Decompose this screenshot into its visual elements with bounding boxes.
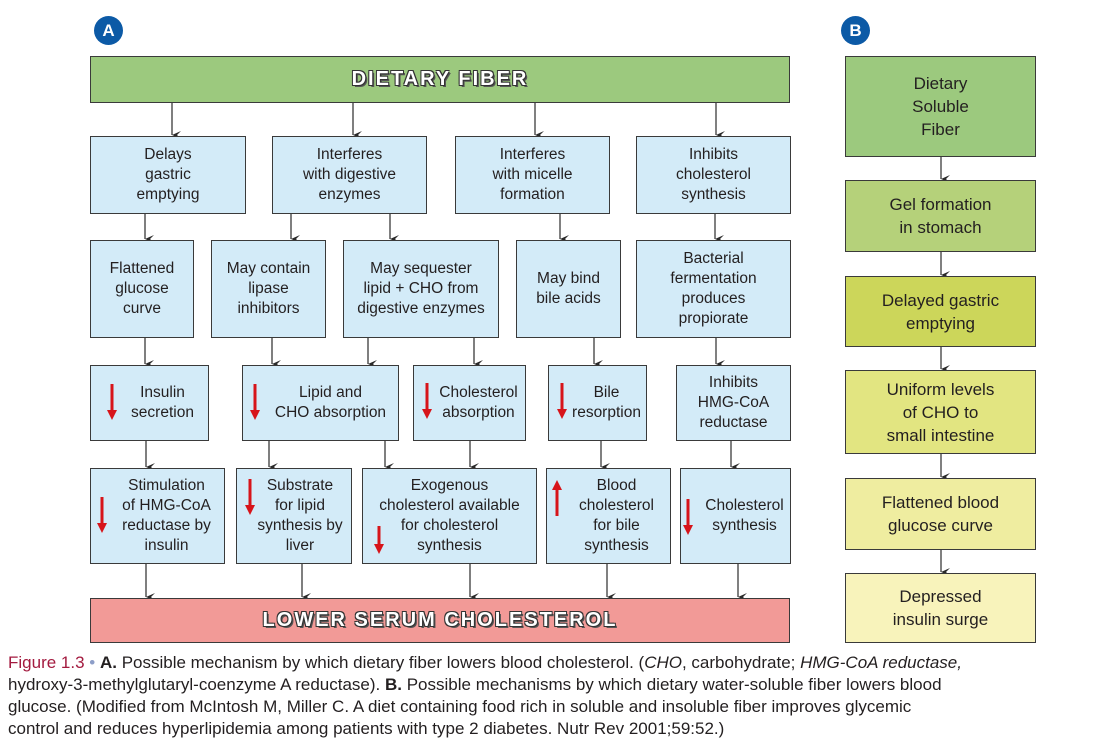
box-text: Inhibits cholesterol synthesis bbox=[676, 146, 751, 203]
step-text: Uniform levels of CHO to small intestine bbox=[886, 379, 995, 445]
decrease-arrow-icon bbox=[683, 499, 693, 535]
figure-caption: Figure 1.3 • A. Possible mechanism by wh… bbox=[8, 652, 962, 740]
effect-box-insulin-secretion: Insulin secretion bbox=[90, 365, 209, 441]
box-text: May bind bile acids bbox=[536, 270, 601, 307]
box-text: May sequester lipid + CHO from digestive… bbox=[357, 260, 485, 317]
step-text: Depressed insulin surge bbox=[892, 587, 989, 629]
box-text: Blood cholesterol for bile synthesis bbox=[579, 477, 654, 554]
box-text: Inhibits HMG-CoA reductase bbox=[697, 374, 770, 431]
effect-box-lipase-inhibitors: May contain lipase inhibitors bbox=[211, 240, 326, 338]
decrease-arrow-icon bbox=[245, 479, 255, 515]
lower-serum-cholesterol-bar: LOWER SERUM CHOLESTEROL bbox=[90, 598, 790, 643]
mechanism-box-interferes-digestive-enzymes: Interferes with digestive enzymes bbox=[272, 136, 427, 214]
step-flattened-blood-glucose: Flattened blood glucose curve bbox=[845, 478, 1036, 550]
effect-box-bacterial-fermentation: Bacterial fermentation produces propiora… bbox=[636, 240, 791, 338]
step-delayed-gastric-emptying: Delayed gastric emptying bbox=[845, 276, 1036, 347]
decrease-arrow-icon bbox=[422, 383, 432, 419]
caption-panel-a-label: A. bbox=[99, 653, 117, 672]
box-text: Bacterial fermentation produces propiora… bbox=[670, 250, 757, 327]
outcome-box-cholesterol-synthesis: Cholesterol synthesis bbox=[680, 468, 791, 564]
effect-box-inhibits-hmg-coa: Inhibits HMG-CoA reductase bbox=[676, 365, 791, 441]
outcome-box-exogenous-cholesterol: Exogenous cholesterol available for chol… bbox=[362, 468, 537, 564]
box-text: May contain lipase inhibitors bbox=[226, 260, 311, 317]
effect-box-cholesterol-absorption: Cholesterol absorption bbox=[413, 365, 526, 441]
mechanism-box-delays-gastric-emptying: Delays gastric emptying bbox=[90, 136, 246, 214]
caption-text: Possible mechanisms by which dietary wat… bbox=[402, 675, 942, 694]
caption-panel-b-label: B. bbox=[385, 675, 402, 694]
step-uniform-cho-levels: Uniform levels of CHO to small intestine bbox=[845, 370, 1036, 454]
box-text: Cholesterol synthesis bbox=[705, 497, 784, 534]
mechanism-box-interferes-micelle-formation: Interferes with micelle formation bbox=[455, 136, 610, 214]
box-text: Lipid and CHO absorption bbox=[274, 384, 387, 421]
caption-italic-term: HMG-CoA reductase, bbox=[800, 653, 962, 672]
outcome-box-lipid-substrate: Substrate for lipid synthesis by liver bbox=[236, 468, 352, 564]
figure-label: Figure 1.3 bbox=[8, 653, 85, 672]
decrease-arrow-icon bbox=[97, 497, 107, 533]
box-text: Interferes with micelle formation bbox=[492, 146, 573, 203]
effect-box-sequester-lipid-cho: May sequester lipid + CHO from digestive… bbox=[343, 240, 499, 338]
caption-bullet: • bbox=[89, 653, 96, 672]
step-text: Gel formation in stomach bbox=[889, 195, 992, 237]
caption-italic-term: CHO bbox=[644, 653, 682, 672]
lower-serum-cholesterol-title: LOWER SERUM CHOLESTEROL bbox=[262, 609, 618, 631]
decrease-arrow-icon bbox=[374, 526, 384, 554]
box-text: Exogenous cholesterol available for chol… bbox=[379, 477, 520, 554]
caption-line-1: Figure 1.3 • A. Possible mechanism by wh… bbox=[8, 652, 962, 674]
decrease-arrow-icon bbox=[557, 383, 567, 419]
step-gel-formation: Gel formation in stomach bbox=[845, 180, 1036, 252]
box-text: Flattened glucose curve bbox=[109, 260, 175, 317]
decrease-arrow-icon bbox=[107, 384, 117, 420]
caption-line-4: control and reduces hyperlipidemia among… bbox=[8, 719, 725, 738]
step-text: Delayed gastric emptying bbox=[881, 290, 1000, 333]
effect-box-bind-bile-acids: May bind bile acids bbox=[516, 240, 621, 338]
panel-a-badge: A bbox=[94, 16, 123, 45]
mechanism-box-inhibits-cholesterol-synthesis: Inhibits cholesterol synthesis bbox=[636, 136, 791, 214]
box-text: Stimulation of HMG-CoA reductase by insu… bbox=[122, 477, 211, 554]
step-text: Flattened blood glucose curve bbox=[881, 493, 1000, 535]
box-text: Bile resorption bbox=[572, 384, 641, 421]
step-depressed-insulin-surge: Depressed insulin surge bbox=[845, 573, 1036, 643]
outcome-box-hmg-coa-stimulation: Stimulation of HMG-CoA reductase by insu… bbox=[90, 468, 225, 564]
box-text: Delays gastric emptying bbox=[136, 146, 200, 203]
dietary-fiber-title: DIETARY FIBER bbox=[351, 68, 529, 90]
box-text: Substrate for lipid synthesis by liver bbox=[257, 477, 343, 554]
dietary-fiber-bar: DIETARY FIBER bbox=[90, 56, 790, 103]
caption-text: Possible mechanism by which dietary fibe… bbox=[116, 653, 645, 672]
step-text: Dietary Soluble Fiber bbox=[912, 74, 969, 139]
caption-line-2: hydroxy-3-methylglutaryl-coenzyme A redu… bbox=[8, 674, 962, 696]
outcome-box-blood-cholesterol-bile: Blood cholesterol for bile synthesis bbox=[546, 468, 671, 564]
increase-arrow-icon bbox=[552, 480, 562, 516]
caption-text: hydroxy-3-methylglutaryl-coenzyme A redu… bbox=[8, 675, 385, 694]
caption-text: , carbohydrate; bbox=[681, 653, 801, 672]
box-text: Insulin secretion bbox=[131, 384, 194, 421]
decrease-arrow-icon bbox=[250, 384, 260, 420]
effect-box-flattened-glucose-curve: Flattened glucose curve bbox=[90, 240, 194, 338]
effect-box-bile-resorption: Bile resorption bbox=[548, 365, 647, 441]
box-text: Interferes with digestive enzymes bbox=[302, 146, 397, 203]
box-text: Cholesterol absorption bbox=[439, 384, 518, 421]
panel-b-badge: B bbox=[841, 16, 870, 45]
effect-box-lipid-cho-absorption: Lipid and CHO absorption bbox=[242, 365, 399, 441]
step-dietary-soluble-fiber: Dietary Soluble Fiber bbox=[845, 56, 1036, 157]
caption-line-3: glucose. (Modified from McIntosh M, Mill… bbox=[8, 697, 912, 716]
